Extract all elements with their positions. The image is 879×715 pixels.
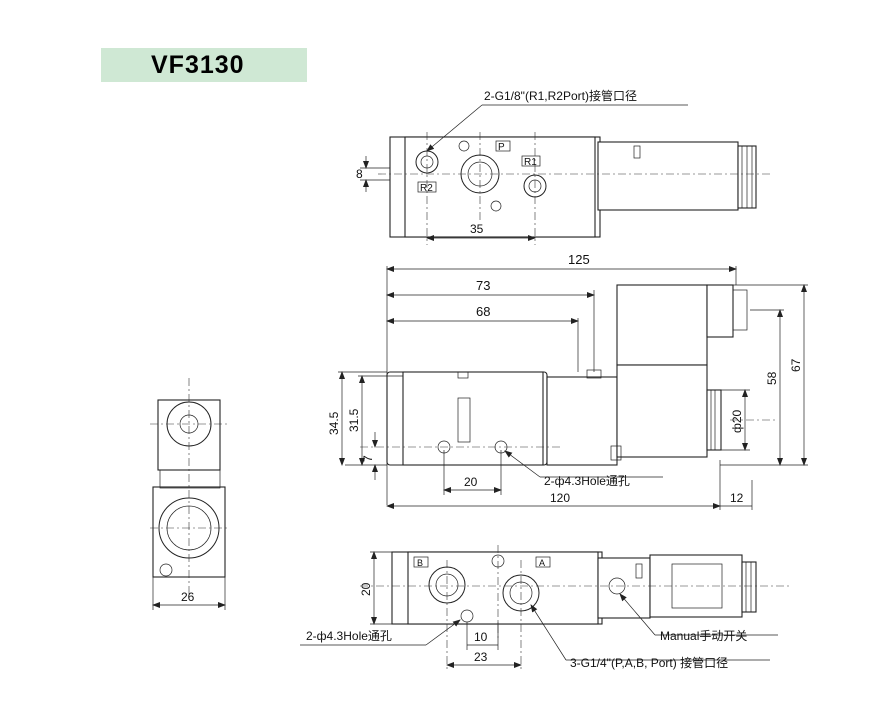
bottom-view: B A 20 10 23 2-ф4.3Hole通孔 Manual手动开关 3-G… xyxy=(300,545,790,670)
port-r2-label: R2 xyxy=(420,183,433,194)
dim-68: 68 xyxy=(476,304,490,319)
top-view: P R1 R2 8 35 2-G1/8"(R1,R2Port)接管口径 xyxy=(356,88,770,245)
dim-125: 125 xyxy=(568,252,590,267)
manual-label: Manual手动开关 xyxy=(660,629,747,643)
port-p-label: P xyxy=(498,142,505,153)
dim-12: 12 xyxy=(730,491,744,505)
title-text: VF3130 xyxy=(151,51,245,79)
title-badge: VF3130 xyxy=(101,48,307,82)
dim-67: 67 xyxy=(789,358,803,372)
dim-34-5: 34.5 xyxy=(327,411,341,435)
port-r1-label: R1 xyxy=(524,157,537,168)
dim-10: 10 xyxy=(474,630,488,644)
dim-8: 8 xyxy=(356,167,363,181)
dim-23: 23 xyxy=(474,650,488,664)
dim-58: 58 xyxy=(765,371,779,385)
dim-120: 120 xyxy=(550,491,570,505)
hole-43-bottom-label: 2-ф4.3Hole通孔 xyxy=(306,629,392,643)
front-view: 125 73 68 34.5 31.5 7 20 2-ф4.3Hole通孔 12… xyxy=(327,252,808,510)
dim-35: 35 xyxy=(470,222,484,236)
g14-port-label: 3-G1/4"(P,A,B, Port) 接管口径 xyxy=(570,655,728,670)
dim-26: 26 xyxy=(181,590,195,604)
dim-phi20: ф20 xyxy=(730,409,744,433)
dim-31-5: 31.5 xyxy=(347,408,361,432)
dim-20-bottom: 20 xyxy=(359,582,373,596)
dim-73: 73 xyxy=(476,278,490,293)
g18-port-label: 2-G1/8"(R1,R2Port)接管口径 xyxy=(484,88,637,103)
port-b-label: B xyxy=(417,558,423,568)
dim-20-side: 20 xyxy=(464,475,478,489)
end-view: 26 xyxy=(150,378,230,610)
hole-43-side-label: 2-ф4.3Hole通孔 xyxy=(544,474,630,488)
port-a-label: A xyxy=(539,558,545,568)
dim-7: 7 xyxy=(361,455,375,462)
